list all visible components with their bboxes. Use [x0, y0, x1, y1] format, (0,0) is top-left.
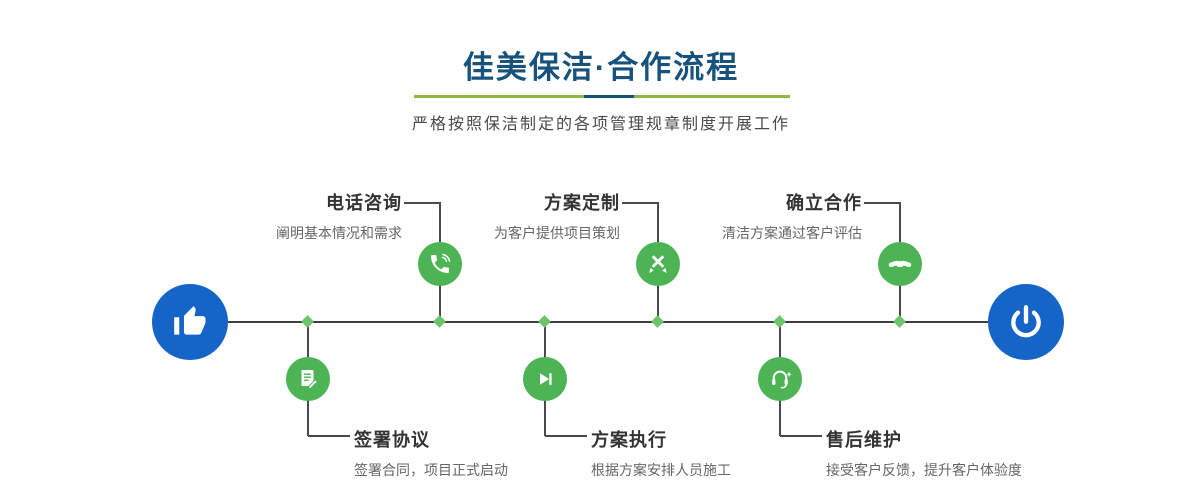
- step-title: 签署协议: [354, 430, 430, 450]
- step-desc: 签署合同，项目正式启动: [354, 462, 508, 478]
- page-subtitle: 严格按照保洁制定的各项管理规章制度开展工作: [411, 116, 790, 133]
- step-desc: 为客户提供项目策划: [494, 225, 620, 241]
- timeline-main-line: [190, 321, 1026, 323]
- title-underline: [414, 95, 790, 98]
- node-after-sales: [758, 357, 802, 401]
- contract-icon: [296, 367, 320, 391]
- stem-bot3-up: [779, 322, 781, 358]
- connector-bot3-h: [780, 435, 822, 437]
- stem-bot3-down: [779, 400, 781, 436]
- step-desc: 根据方案安排人员施工: [591, 462, 731, 478]
- stem-bot2-up: [544, 322, 546, 358]
- step-plan-execute: 方案执行 根据方案安排人员施工: [591, 426, 731, 480]
- node-plan-design: [636, 242, 680, 286]
- connector-top1-v: [439, 203, 441, 242]
- pointing-hand-icon: [171, 303, 209, 341]
- timeline-end-node: [988, 284, 1064, 360]
- node-sign-agreement: [286, 357, 330, 401]
- step-desc: 接受客户反馈，提升客户体验度: [826, 462, 1022, 478]
- step-plan-design: 方案定制 为客户提供项目策划: [458, 189, 620, 243]
- connector-top2-v: [657, 203, 659, 242]
- stem-bot2-down: [544, 400, 546, 436]
- page-title: 佳美保洁·合作流程: [462, 50, 740, 85]
- timeline-diamond: [301, 315, 314, 328]
- timeline-diamond: [538, 315, 551, 328]
- stem-bot1-up: [307, 322, 309, 358]
- step-sign-agreement: 签署协议 签署合同，项目正式启动: [354, 426, 508, 480]
- step-title: 售后维护: [826, 430, 902, 450]
- headset-service-icon: [768, 367, 792, 391]
- timeline-start-node: [152, 284, 228, 360]
- step-phone-consult: 电话咨询 阐明基本情况和需求: [240, 189, 402, 243]
- title-underline-accent: [584, 95, 634, 98]
- connector-top3-v: [899, 203, 901, 242]
- connector-top3-h: [864, 202, 901, 204]
- step-desc: 清洁方案通过客户评估: [722, 225, 862, 241]
- step-desc: 阐明基本情况和需求: [276, 225, 402, 241]
- timeline-diamond: [893, 315, 906, 328]
- handshake-icon: [887, 251, 913, 277]
- step-title: 方案执行: [591, 430, 667, 450]
- connector-top1-h: [404, 202, 441, 204]
- step-title: 方案定制: [544, 193, 620, 213]
- node-plan-execute: [523, 357, 567, 401]
- connector-top2-h: [622, 202, 659, 204]
- phone-icon: [428, 252, 452, 276]
- stem-top2: [657, 285, 659, 322]
- design-tools-icon: [646, 252, 670, 276]
- stem-bot1-down: [307, 400, 309, 436]
- execute-play-icon: [533, 367, 557, 391]
- connector-bot2-h: [545, 435, 587, 437]
- connector-bot1-h: [308, 435, 350, 437]
- timeline-diamond: [433, 315, 446, 328]
- step-title: 电话咨询: [326, 193, 402, 213]
- step-cooperation: 确立合作 清洁方案通过客户评估: [700, 189, 862, 243]
- stem-top3: [899, 285, 901, 322]
- timeline-diamond: [773, 315, 786, 328]
- timeline-diamond: [651, 315, 664, 328]
- node-phone-consult: [418, 242, 462, 286]
- power-icon: [1006, 302, 1046, 342]
- step-title: 确立合作: [786, 193, 862, 213]
- stem-top1: [439, 285, 441, 322]
- node-cooperation: [878, 242, 922, 286]
- step-after-sales: 售后维护 接受客户反馈，提升客户体验度: [826, 426, 1022, 480]
